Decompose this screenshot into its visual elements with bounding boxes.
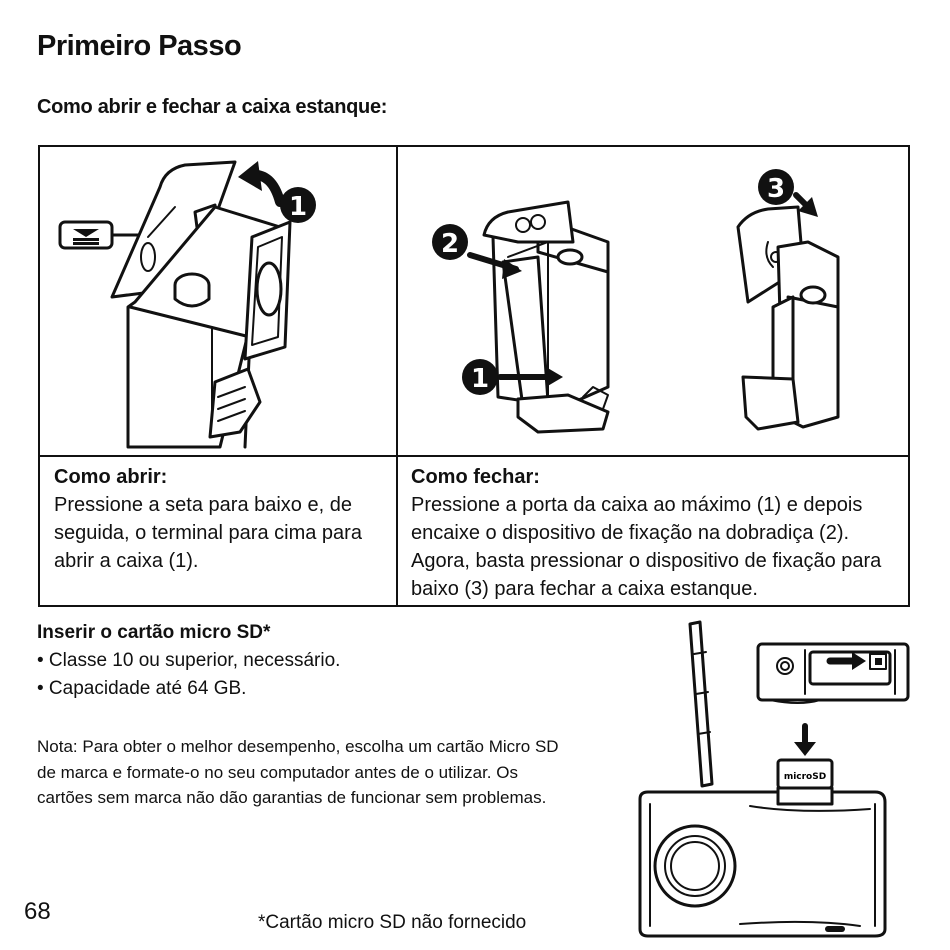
curved-arrow-icon	[238, 161, 285, 207]
open-instructions: Como abrir: Pressione a seta para baixo …	[54, 463, 384, 575]
close-housing-illustration: 2 1 3	[432, 169, 840, 434]
open-body: Pressione a seta para baixo e, de seguid…	[54, 494, 362, 572]
close-step-badge-1: 1	[462, 359, 563, 395]
svg-text:3: 3	[767, 174, 785, 204]
table-divider-vertical-lower	[396, 457, 398, 607]
down-arrow-icon	[794, 723, 816, 756]
open-step-badge-1: 1	[280, 187, 316, 223]
instruction-table: 1 2 1	[38, 145, 910, 607]
close-step-badge-3: 3	[758, 169, 818, 217]
svg-text:1: 1	[471, 364, 489, 394]
close-body: Pressione a porta da caixa ao máximo (1)…	[411, 494, 882, 600]
table-divider-horizontal	[40, 455, 908, 457]
page-number: 68	[24, 898, 51, 925]
footnote: *Cartão micro SD não fornecido	[258, 912, 527, 933]
svg-text:2: 2	[441, 229, 459, 259]
close-instructions: Como fechar: Pressione a porta da caixa …	[411, 463, 901, 603]
sd-card-illustration: microSD	[638, 620, 910, 938]
sd-note: Nota: Para obter o melhor desempenho, es…	[37, 737, 559, 807]
svg-text:1: 1	[289, 192, 307, 222]
section-title: Como abrir e fechar a caixa estanque:	[37, 96, 388, 118]
close-heading: Como fechar:	[411, 466, 540, 488]
sd-bullet-capacity: • Capacidade até 64 GB.	[37, 678, 247, 699]
close-step-badge-2: 2	[432, 224, 522, 279]
table-divider-vertical	[396, 147, 398, 457]
right-arrow-icon	[826, 652, 866, 670]
open-housing-illustration: 1	[58, 160, 316, 449]
page-title: Primeiro Passo	[37, 30, 242, 62]
microsd-label: microSD	[784, 772, 826, 782]
sd-section-title: Inserir o cartão micro SD*	[37, 622, 271, 643]
sd-bullet-class: • Classe 10 ou superior, necessário.	[37, 650, 341, 671]
open-heading: Como abrir:	[54, 466, 168, 488]
